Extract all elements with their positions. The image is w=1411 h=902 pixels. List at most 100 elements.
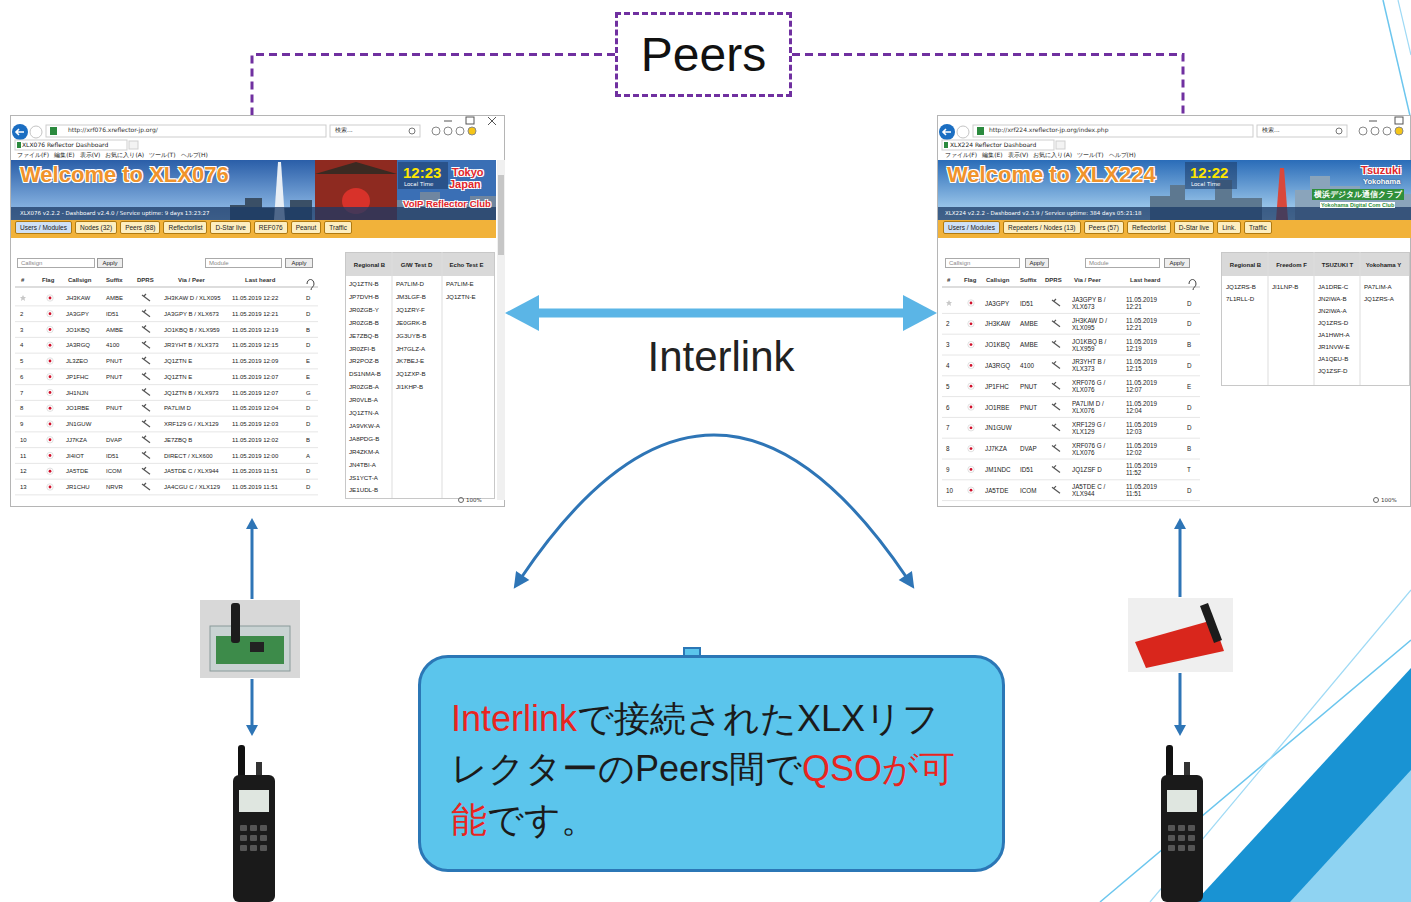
module-entry: JR4ZKM-A bbox=[349, 448, 379, 455]
nav-tab: Reflectorlist bbox=[163, 221, 207, 234]
table-cell: E bbox=[306, 358, 310, 364]
flag-icon bbox=[47, 358, 53, 364]
table-cell: 4100 bbox=[1020, 362, 1034, 369]
module-entry: JR0ZFI-B bbox=[349, 345, 375, 352]
flag-dot bbox=[970, 385, 973, 388]
flag-dot bbox=[49, 344, 52, 347]
module-entry: JI1KHP-B bbox=[396, 383, 423, 390]
table-cell: 7 bbox=[20, 390, 23, 396]
module-entry: JA9VKW-A bbox=[349, 422, 380, 429]
module-entry: JA1QEU-B bbox=[1318, 355, 1348, 362]
nav-tab: Nodes (32) bbox=[75, 221, 117, 234]
radio-key bbox=[240, 845, 247, 851]
module-entry: JQ1ZSF-D bbox=[1318, 367, 1348, 374]
radio-key bbox=[1168, 835, 1175, 841]
back-arrow bbox=[943, 129, 951, 135]
flag-icon bbox=[47, 311, 53, 317]
table-cell: ID51 bbox=[106, 311, 119, 317]
module-entry: JN2IWA-B bbox=[1318, 295, 1347, 302]
table-cell: T bbox=[1187, 466, 1191, 473]
link-arrow bbox=[1179, 527, 1182, 597]
row-rule bbox=[942, 313, 1200, 314]
table-cell: JA3GPY B / XLX673 bbox=[164, 311, 219, 317]
dashboard-screenshot: http://xrf076.xreflector-jp.org/検索...XLX… bbox=[10, 115, 505, 507]
interlink-arrow bbox=[505, 295, 937, 331]
zoom-icon bbox=[1374, 498, 1379, 503]
row-rule bbox=[942, 375, 1200, 376]
club-name-english: Yokohama Digital Com Club bbox=[1320, 202, 1395, 208]
module-entry: JQ1ZTN-A bbox=[349, 409, 379, 416]
hotspot-antenna bbox=[1200, 603, 1222, 643]
table-cell: 11.05.2019 11:51 bbox=[1126, 483, 1170, 497]
module-entry: JE1UDL-B bbox=[349, 486, 378, 493]
radio-antenna bbox=[238, 745, 245, 779]
column-header: Flag bbox=[964, 277, 976, 283]
dprs-icon bbox=[1052, 445, 1060, 452]
table-cell: AMBE bbox=[1020, 341, 1038, 348]
module-header-band bbox=[345, 252, 495, 276]
module-header-band bbox=[1221, 252, 1410, 276]
radio-key bbox=[240, 825, 247, 831]
module-entry: JR0ZGB-B bbox=[349, 319, 379, 326]
table-cell: JH3KAW D / XLX095 bbox=[164, 295, 220, 301]
row-rule bbox=[15, 447, 318, 448]
qso-curve bbox=[521, 435, 907, 578]
table-cell: PNUT bbox=[1020, 383, 1037, 390]
table-cell: 9 bbox=[20, 421, 23, 427]
row-rule bbox=[15, 337, 318, 338]
table-cell: XRF129 G / XLX129 bbox=[164, 421, 219, 427]
flag-icon bbox=[968, 487, 974, 493]
table-cell: JQ1ZTN E bbox=[164, 374, 192, 380]
table-cell: JA5TDE bbox=[985, 487, 1008, 494]
flag-icon bbox=[47, 389, 53, 395]
radio-key bbox=[1188, 835, 1195, 841]
hotspot-case bbox=[210, 626, 290, 671]
table-cell: JO1RBE bbox=[985, 404, 1010, 411]
module-header: Freedom F bbox=[1269, 262, 1314, 268]
toolbar-icon bbox=[432, 127, 440, 135]
nav-tab: D-Star live bbox=[210, 221, 250, 234]
dprs-icon bbox=[142, 294, 150, 301]
table-cell: PNUT bbox=[1020, 404, 1037, 411]
search-icon bbox=[409, 128, 415, 134]
module-header: TSUZUKI T bbox=[1315, 262, 1360, 268]
dprs-icon bbox=[1052, 299, 1060, 306]
module-entry: 7L1RLL-D bbox=[1226, 295, 1254, 302]
table-cell: AMBE bbox=[106, 327, 123, 333]
table-cell: D bbox=[1187, 404, 1192, 411]
table-cell: AMBE bbox=[1020, 320, 1038, 327]
back-arrow bbox=[16, 129, 24, 135]
table-cell: 2 bbox=[20, 311, 23, 317]
filter-input: Module bbox=[205, 258, 282, 268]
version-line: XLX076 v2.2.2 - Dashboard v2.4.0 / Servi… bbox=[20, 210, 210, 216]
flag-dot bbox=[970, 364, 973, 367]
table-cell: 11.05.2019 12:21 bbox=[232, 311, 278, 317]
flag-icon bbox=[47, 437, 53, 443]
column-header: Flag bbox=[42, 277, 54, 283]
connector-line bbox=[792, 55, 1183, 116]
row-rule bbox=[15, 463, 318, 464]
table-cell: 6 bbox=[20, 374, 23, 380]
flag-icon bbox=[47, 342, 53, 348]
row-rule bbox=[942, 334, 1200, 335]
table-cell: 11.05.2019 12:19 bbox=[1126, 338, 1170, 352]
decor-line bbox=[1398, 0, 1411, 55]
tab-icon bbox=[944, 142, 948, 148]
browser-tab bbox=[15, 140, 127, 150]
arrow-head bbox=[1174, 518, 1186, 529]
table-cell: 11.05.2019 12:00 bbox=[232, 453, 278, 459]
table-cell: JP1FHC bbox=[66, 374, 89, 380]
flag-dot bbox=[49, 391, 52, 394]
nav-tab: Traffic bbox=[1244, 221, 1272, 234]
row-rule bbox=[15, 353, 318, 354]
radio-key bbox=[250, 835, 257, 841]
table-cell: 12 bbox=[20, 468, 27, 474]
table-cell: A bbox=[306, 453, 310, 459]
flag-dot bbox=[49, 454, 52, 457]
menu-item: 編集(E) bbox=[54, 151, 74, 160]
table-cell: 11.05.2019 12:15 bbox=[1126, 358, 1170, 372]
module-table-frame bbox=[346, 253, 495, 499]
header-rule bbox=[15, 287, 318, 288]
module-entry: JG3UYB-B bbox=[396, 332, 426, 339]
table-cell: JR3YHT B / XLX373 bbox=[164, 342, 219, 348]
